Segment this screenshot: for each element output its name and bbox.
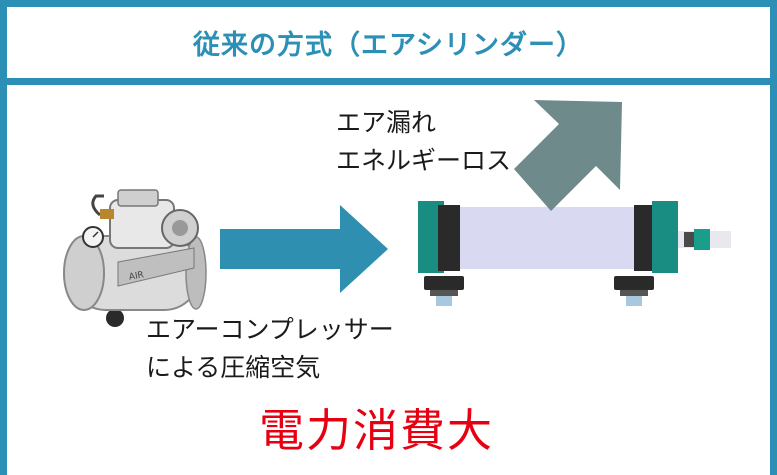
air-cylinder-icon xyxy=(418,201,731,306)
title-bar: 従来の方式（エアシリンダー） xyxy=(7,7,770,85)
page-title: 従来の方式（エアシリンダー） xyxy=(193,30,584,61)
air-leak-line1: エア漏れ xyxy=(336,108,437,137)
compressor-label: エアーコンプレッサー による圧縮空気 xyxy=(146,311,394,387)
air-compressor-icon: AIR xyxy=(63,189,207,327)
compressor-line2: による圧縮空気 xyxy=(146,353,321,382)
air-leak-label: エア漏れ エネルギーロス xyxy=(336,104,511,180)
power-consumption-label: 電力消費大 xyxy=(259,404,495,457)
svg-text:AIR: AIR xyxy=(128,270,145,282)
diagonal-arrow-icon xyxy=(514,100,622,211)
right-arrow-icon xyxy=(220,205,388,293)
compressor-line1: エアーコンプレッサー xyxy=(146,315,394,344)
air-leak-line2: エネルギーロス xyxy=(336,146,512,175)
